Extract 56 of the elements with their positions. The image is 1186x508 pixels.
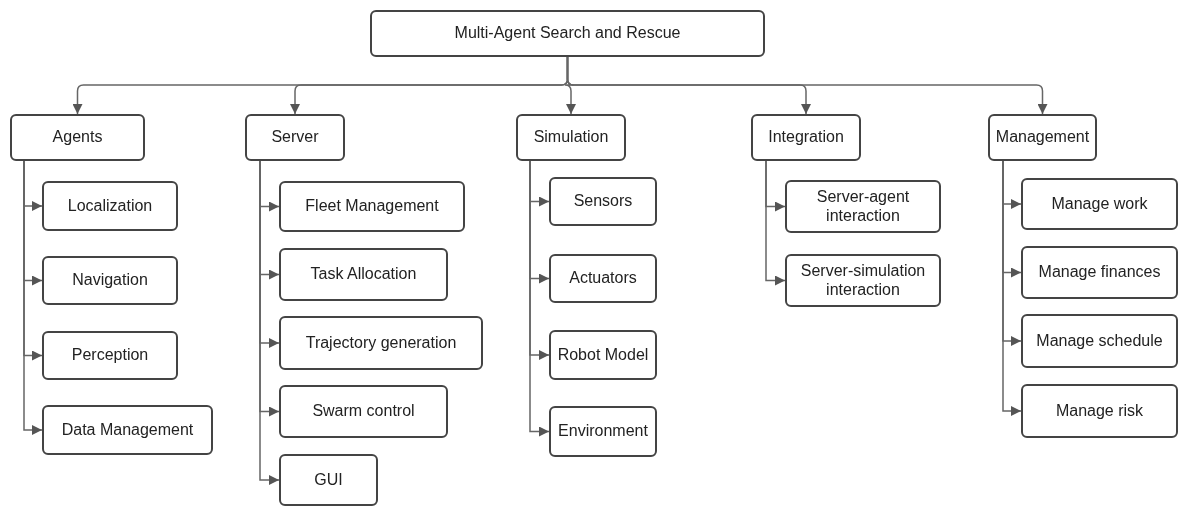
box-label: GUI [314, 470, 343, 490]
box-label: Simulation [533, 128, 609, 147]
process-box [279, 454, 378, 506]
process-box [1021, 384, 1178, 438]
box-label: Server [271, 128, 319, 147]
process-box [245, 114, 345, 161]
process-box [279, 316, 483, 370]
box-label: Integration [768, 128, 844, 147]
process-box [279, 181, 465, 232]
process-box [42, 405, 213, 455]
box-label: Agents [52, 128, 103, 147]
box-label: Multi-Agent Search and Rescue [454, 24, 681, 43]
box-label: Manage risk [1055, 401, 1144, 421]
process-box [42, 256, 178, 305]
box-label: Manage work [1051, 194, 1148, 214]
box-label: Trajectory generation [305, 333, 457, 353]
process-box [516, 114, 626, 161]
box-label: Data Management [61, 420, 194, 440]
box-label: Server-simulation interaction [799, 262, 927, 299]
box-label: Localization [67, 196, 153, 216]
arrow [259, 160, 280, 485]
box-label: Server-agent interaction [815, 188, 911, 225]
process-box [1021, 178, 1178, 230]
box-label: Manage finances [1038, 263, 1161, 282]
box-label: Swarm control [312, 402, 415, 421]
arrow [566, 56, 1048, 115]
box-label: Environment [558, 422, 648, 441]
arrow [765, 160, 786, 286]
process-box [370, 10, 765, 57]
box-label: Sensors [573, 192, 633, 211]
box-label: Perception [71, 346, 149, 365]
process-box [279, 385, 448, 438]
process-box [42, 331, 178, 380]
box-label: Management [995, 128, 1090, 147]
process-box [549, 406, 657, 457]
process-box [549, 177, 657, 226]
process-box [10, 114, 145, 161]
process-box [785, 180, 941, 233]
process-box [785, 254, 941, 307]
process-box [988, 114, 1097, 161]
box-label: Robot Model [557, 345, 649, 365]
box-label: Actuators [569, 269, 637, 288]
box-label: Navigation [72, 271, 148, 290]
box-label: Task Allocation [310, 265, 417, 284]
process-box [42, 181, 178, 231]
arrow [1002, 160, 1022, 416]
arrow [23, 160, 43, 435]
box-label: Fleet Management [305, 197, 439, 216]
box-label: Manage schedule [1036, 331, 1163, 351]
process-box [1021, 314, 1178, 368]
process-box [549, 330, 657, 380]
process-box [549, 254, 657, 303]
process-box [751, 114, 861, 161]
process-box [279, 248, 448, 301]
process-box [1021, 246, 1178, 299]
arrow [529, 160, 550, 437]
